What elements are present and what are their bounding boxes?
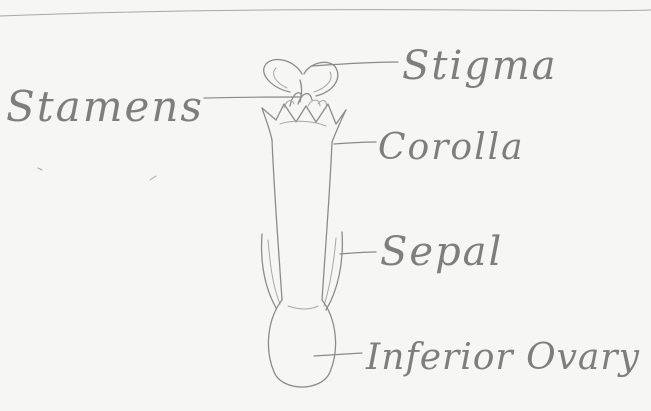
corolla-leader [334, 142, 376, 144]
paper-edge [0, 10, 651, 16]
label-corolla: Corolla [378, 130, 525, 166]
corolla-drawing [262, 104, 346, 300]
stray-mark [150, 176, 156, 180]
sepals-drawing [262, 232, 343, 310]
label-stamens: Stamens [6, 86, 204, 128]
label-inferior-ovary: Inferior Ovary [366, 340, 640, 376]
sepal-leader [340, 252, 376, 254]
stamens-leader [204, 97, 300, 98]
label-stigma: Stigma [402, 46, 558, 86]
ovary-leader [314, 353, 362, 356]
ovary-drawing [268, 300, 335, 387]
label-sepal: Sepal [380, 232, 503, 272]
stigma-drawing [264, 59, 338, 102]
stray-mark [38, 168, 42, 170]
